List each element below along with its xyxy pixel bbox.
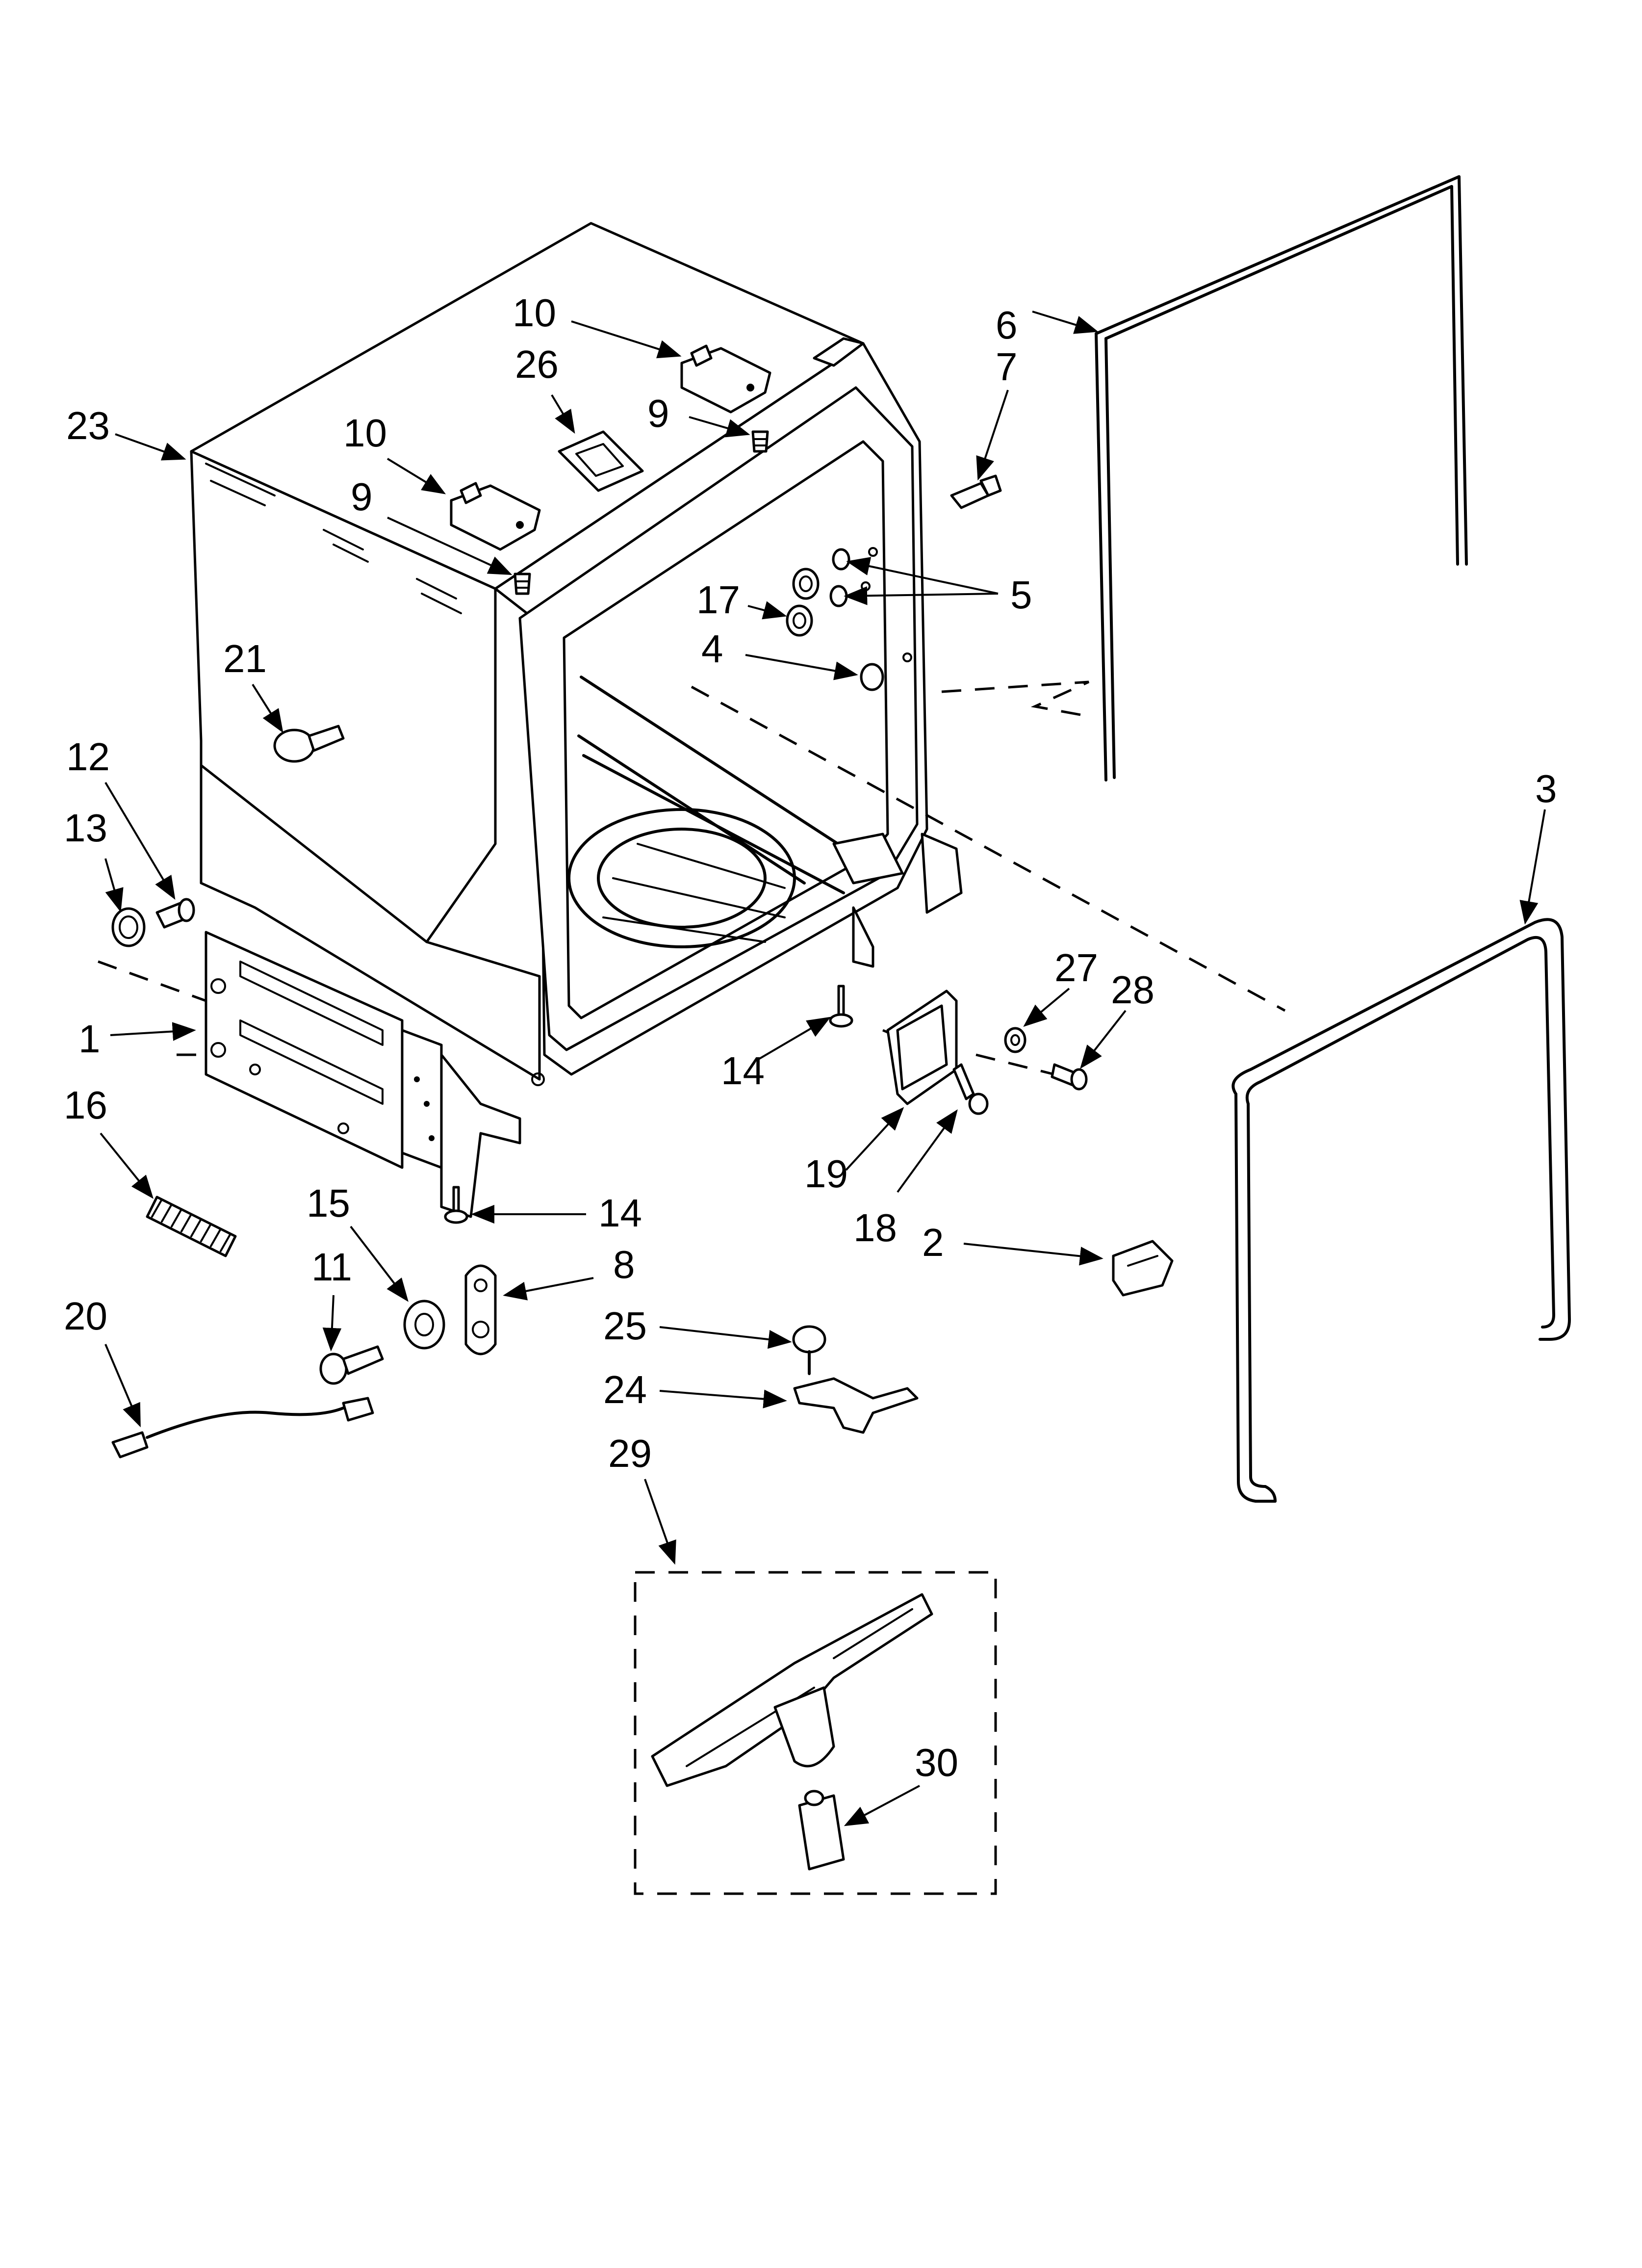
- screw-9-left: [513, 573, 531, 595]
- plug-21: [273, 725, 345, 763]
- callout-20: 20: [64, 1294, 107, 1338]
- callout-24: 24: [603, 1368, 647, 1411]
- callout-12: 12: [66, 735, 110, 779]
- callout-2: 2: [922, 1221, 944, 1264]
- callout-4: 4: [701, 627, 723, 671]
- rollers-5-17: [786, 547, 878, 637]
- callout-7: 7: [996, 345, 1018, 389]
- bracket-24: [793, 1377, 919, 1434]
- sensor-25: [792, 1325, 826, 1375]
- callout-17: 17: [696, 578, 740, 622]
- clip-26: [558, 430, 644, 492]
- callout-10-upper: 10: [513, 291, 556, 335]
- callout-13: 13: [64, 806, 107, 850]
- callout-3: 3: [1535, 767, 1557, 810]
- hinge-bracket-left: [450, 482, 541, 551]
- callout-6: 6: [996, 303, 1018, 347]
- callout-18: 18: [853, 1206, 897, 1250]
- callout-19: 19: [804, 1152, 848, 1196]
- callout-14-upper: 14: [721, 1049, 765, 1093]
- callout-23: 23: [66, 404, 110, 447]
- callout-leaders: [100, 311, 1546, 1826]
- clip-2: [1112, 1240, 1174, 1297]
- hinge-bracket-upper: [680, 344, 771, 414]
- bolt-12: [155, 898, 195, 929]
- callout-28: 28: [1111, 968, 1155, 1012]
- callout-9-left: 9: [351, 475, 373, 519]
- callout-16: 16: [64, 1083, 107, 1127]
- callout-8: 8: [613, 1243, 635, 1286]
- screw-7: [950, 474, 1002, 509]
- callout-labels: 23 10 26 10 9 9 6 7 5 17 4 21 12 13 3 1 …: [64, 291, 1557, 1784]
- alignment-line-3: [98, 960, 206, 1002]
- leveling-leg-14-lower: [444, 1186, 468, 1224]
- callout-5: 5: [1010, 573, 1032, 617]
- leveling-leg-14-upper: [829, 985, 853, 1028]
- spring-16: [146, 1196, 237, 1257]
- callout-30: 30: [915, 1741, 958, 1784]
- wheel-15: [403, 1300, 445, 1350]
- callout-27: 27: [1054, 946, 1098, 990]
- tub-seal-3: [1232, 918, 1571, 1503]
- diverter-30: [798, 1790, 845, 1871]
- wire-20: [111, 1397, 374, 1459]
- door-gasket-6: [1095, 175, 1468, 782]
- plate-8: [464, 1264, 497, 1356]
- knob-4: [860, 652, 912, 691]
- callout-10-left: 10: [343, 411, 387, 455]
- detail-box-29: [634, 1571, 997, 1895]
- callout-1: 1: [78, 1017, 101, 1061]
- callout-15: 15: [307, 1181, 350, 1225]
- screw-9-upper: [751, 430, 769, 453]
- callout-26: 26: [515, 342, 559, 386]
- washer-27: [1004, 1027, 1026, 1053]
- nut-13: [111, 907, 146, 947]
- callout-9-upper: 9: [647, 391, 669, 435]
- callout-29: 29: [608, 1432, 652, 1475]
- callout-14-lower: 14: [598, 1191, 642, 1235]
- alignment-line-1: [691, 685, 1286, 1012]
- spray-arm-29: [651, 1593, 933, 1787]
- callout-25: 25: [603, 1304, 647, 1348]
- screw-28: [1051, 1063, 1088, 1091]
- callout-21: 21: [223, 637, 267, 680]
- bracket-19: [886, 990, 958, 1105]
- bolt-11: [319, 1345, 384, 1385]
- screw-18: [952, 1063, 989, 1115]
- tub-assembly: [190, 222, 963, 1218]
- callout-11: 11: [311, 1245, 352, 1289]
- alignment-line-2: [941, 680, 1090, 718]
- alignment-line-6: [975, 1053, 1055, 1076]
